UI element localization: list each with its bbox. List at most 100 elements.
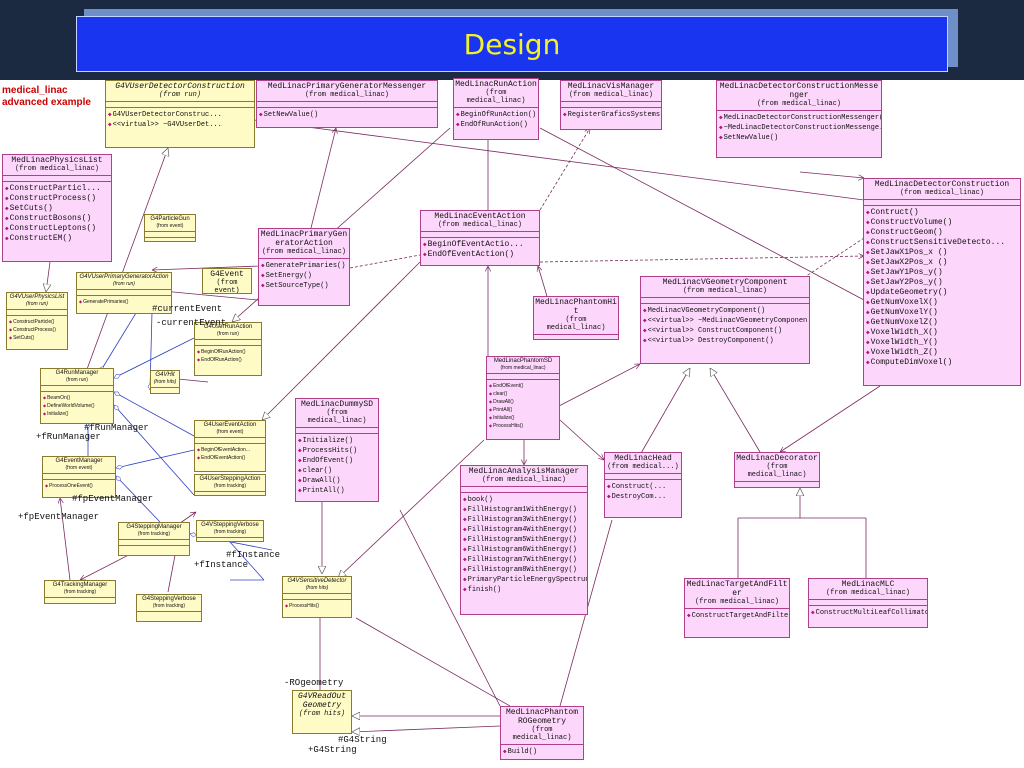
operation: GeneratePrimaries() <box>79 298 169 306</box>
class-phantomrogeometry[interactable]: MedLinacPhantom ROGeometry(from medical_… <box>500 706 584 760</box>
operation: <<virtual>> ~MedLinacVGeometryComponen..… <box>643 316 809 326</box>
class-g4vreadoutgeometry[interactable]: G4VReadOut Geometry(from hits) <box>292 690 352 734</box>
operation: PrimaryParticleEnergySpectrun... <box>463 575 587 585</box>
class-g4usereventaction[interactable]: G4UserEventAction(from event) BeginOfEve… <box>194 420 266 472</box>
class-package: (from medical_linac) <box>747 463 807 479</box>
class-g4vuserprimarygeneratoraction[interactable]: G4VUserPrimaryGeneratorAction(from run) … <box>76 272 172 314</box>
class-g4particlegun[interactable]: G4ParticleGun(from event) <box>144 214 196 242</box>
operation: ConstructProcess() <box>5 194 109 204</box>
class-g4eventmanager[interactable]: G4EventManager(from event) ProcessOneEve… <box>42 456 116 498</box>
operation: FillHistogram3WithEnergy() <box>463 515 585 525</box>
connector <box>559 419 604 460</box>
class-g4trackingmanager[interactable]: G4TrackingManager(from tracking) <box>44 580 116 604</box>
operation: DrawAll() <box>298 476 376 486</box>
operation: ComputeDimVoxel() <box>866 358 1018 368</box>
operation: DestroyCom... <box>607 492 679 502</box>
class-package: (from medical_linac) <box>694 598 779 606</box>
class-phantomsd[interactable]: MedLinacPhantomSD(from medical_linac) En… <box>486 356 560 440</box>
class-package: (from hits) <box>298 710 346 718</box>
class-g4runmanager[interactable]: G4RunManager(from run) BeamOn()DefineWor… <box>40 368 114 424</box>
operation: ConstructBosons() <box>5 214 109 224</box>
operation: FillHistogram4WithEnergy() <box>463 525 585 535</box>
class-name: G4SteppingVerbose <box>142 596 196 602</box>
class-primarygeneratoraction[interactable]: MedLinacPrimaryGeneratorAction(from medi… <box>258 228 350 306</box>
class-g4vuserdetectorconstruction[interactable]: G4VUserDetectorConstruction(from run) G4… <box>105 80 255 148</box>
connector <box>352 725 501 732</box>
class-g4userrunaction[interactable]: G4UserRunAction(from run) BeginOfRunActi… <box>194 322 262 376</box>
connector <box>349 254 421 269</box>
role-label: -currentEvent <box>156 318 227 328</box>
class-g4usersteppingaction[interactable]: G4UserSteppingAction(from tracking) <box>194 474 266 496</box>
class-package: (from medical_linac) <box>512 726 572 742</box>
operations-list: ConstructTargetAndFilte... <box>685 609 789 622</box>
class-name: MedLinacTargetAndFilter <box>686 580 788 598</box>
class-g4vsteppingverbose[interactable]: G4VSteppingVerbose(from tracking) <box>196 520 264 542</box>
class-name: G4UserRunAction <box>203 324 253 330</box>
class-name: G4VUserPhysicsList <box>9 294 65 300</box>
class-package: (from medical_linac) <box>500 365 546 371</box>
operation: UpdateGeometry() <box>866 288 1018 298</box>
operation: PrintAll() <box>298 486 376 496</box>
class-g4vsensitivedetector[interactable]: G4VSensitiveDetector(from hits) ProcessH… <box>282 576 352 618</box>
class-eventaction[interactable]: MedLinacEventAction(from medical_linac) … <box>420 210 540 266</box>
connector <box>799 171 864 178</box>
operation: Contruct() <box>866 208 1018 218</box>
class-name: G4Event <box>210 270 244 279</box>
operation: MedLinacDetectorConstructionMessenger() <box>719 113 881 123</box>
class-g4vuserphysicslist[interactable]: G4VUserPhysicsList(from run) ConstructPa… <box>6 292 68 350</box>
class-package: (from tracking) <box>213 529 247 535</box>
operation: ConstructEM() <box>5 234 109 244</box>
class-name: MedLinacPrimaryGeneratorAction <box>260 230 348 248</box>
class-package: (from medical...) <box>607 463 679 471</box>
class-phantomhit[interactable]: MedLinacPhantomHit(from medical_linac) <box>533 296 619 340</box>
class-g4steppingverbose[interactable]: G4SteppingVerbose(from tracking) <box>136 594 202 622</box>
class-package: (from medical_linac) <box>14 165 99 173</box>
class-g4vhit[interactable]: G4VHit(from hits) <box>150 370 180 394</box>
class-decorator[interactable]: MedLinacDecorator(from medical_linac) <box>734 452 820 488</box>
operation: BeamOn() <box>43 394 111 402</box>
class-targetandfilter[interactable]: MedLinacTargetAndFilter(from medical_lin… <box>684 578 790 638</box>
operations-list: BeginOfEventAction...EndOfEventAction() <box>195 444 265 463</box>
operation: SetJawX1Pos_x () <box>866 248 1018 258</box>
class-g4event[interactable]: G4Event(from event) <box>202 268 252 294</box>
operation: Build() <box>503 747 581 757</box>
class-primarygeneratormessenger[interactable]: MedLinacPrimaryGeneratorMessenger(from m… <box>256 80 438 128</box>
operation: PrintAll() <box>489 406 557 414</box>
class-mlc[interactable]: MedLinacMLC(from medical_linac) Construc… <box>808 578 928 628</box>
example-label: medical_linac advanced example <box>2 85 91 109</box>
class-package: (from tracking) <box>63 589 97 595</box>
class-physicslist[interactable]: MedLinacPhysicsList(from medical_linac) … <box>2 154 112 262</box>
operation: FillHistogram5WithEnergy() <box>463 535 585 545</box>
class-name: G4VReadOut Geometry <box>297 692 346 710</box>
class-g4steppingmanager[interactable]: G4SteppingManager(from tracking) <box>118 522 190 556</box>
operation: SetCuts() <box>9 334 65 342</box>
operation: VoxelWidth_Z() <box>866 348 1018 358</box>
class-dummysd[interactable]: MedLinacDummySD(from medical_linac) Init… <box>295 398 379 502</box>
class-runaction[interactable]: MedLinacRunAction(from medical_linac) Be… <box>453 78 539 140</box>
class-name: MedLinacPrimaryGeneratorMessenger <box>267 82 427 91</box>
class-analysismanager[interactable]: MedLinacAnalysisManager(from medical_lin… <box>460 465 588 615</box>
class-package: (from event) <box>214 279 240 294</box>
operations-list: ProcessOneEvent() <box>43 480 115 491</box>
class-package: (from run) <box>66 377 88 383</box>
role-label: +fpEventManager <box>18 512 100 522</box>
class-name: G4VHit <box>155 372 175 378</box>
class-package: (from run) <box>217 331 239 337</box>
connector <box>539 127 865 301</box>
class-name: G4SteppingManager <box>126 524 182 530</box>
class-detectorconstructionmessenger[interactable]: MedLinacDetectorConstructionMessenger(fr… <box>716 80 882 158</box>
operation: book() <box>463 495 585 505</box>
class-vismanager[interactable]: MedLinacVisManager(from medical_linac) R… <box>560 80 662 130</box>
operation: G4VUserDetectorConstruc... <box>108 110 252 120</box>
class-vgeometrycomponent[interactable]: MedLinacVGeometryComponent(from medical_… <box>640 276 810 364</box>
class-name: G4TrackingManager <box>52 582 108 588</box>
class-package: (from medical_linac) <box>546 316 606 332</box>
role-label: #fRunManager <box>84 423 149 433</box>
operation: ConstructParticl... <box>5 184 109 194</box>
class-detectorconstruction[interactable]: MedLinacDetectorConstruction(from medica… <box>863 178 1021 386</box>
operations-list: EndOfEvent()clear()DrawAll()PrintAll()In… <box>487 380 559 431</box>
class-head[interactable]: MedLinacHead(from medical...) Construct(… <box>604 452 682 518</box>
class-name: MedLinacMLC <box>841 580 895 589</box>
class-name: G4VSensitiveDetector <box>287 578 347 584</box>
class-name: MedLinacAnalysisManager <box>468 467 580 476</box>
